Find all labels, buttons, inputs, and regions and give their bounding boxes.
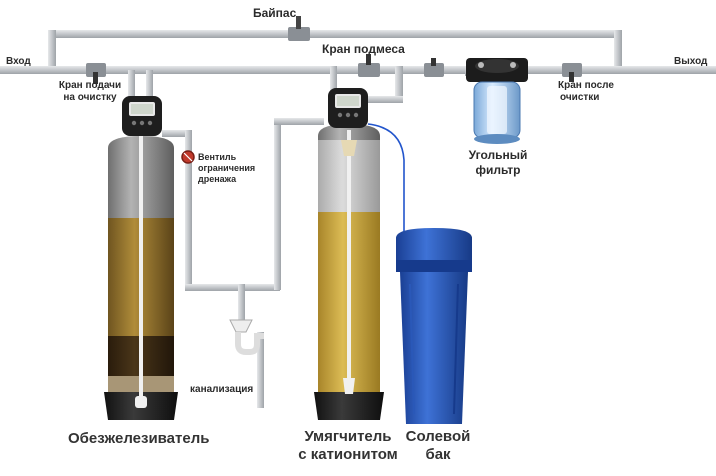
- feed-valve-label: Кран подачи на очистку: [48, 80, 132, 104]
- carbon-filter-label-line2: фильтр: [475, 163, 521, 177]
- iron-remover-label: Обезжелезиватель: [68, 430, 210, 447]
- mixing-valve-label: Кран подмеса: [322, 42, 405, 56]
- softener-label: Умягчитель с катионитом: [292, 428, 404, 464]
- brine-line: [367, 123, 405, 238]
- inlet-label: Вход: [6, 56, 31, 67]
- drain-limit-label-line2: ограничения: [198, 163, 256, 173]
- bypass-valve-icon: [288, 16, 310, 41]
- sewer-funnel: [229, 319, 264, 355]
- carbon-filter-label: Угольный фильтр: [458, 148, 538, 178]
- softener-label-line1: Умягчитель: [304, 428, 392, 445]
- feed-valve-label-line2: на очистку: [63, 92, 117, 103]
- outlet-label: Выход: [674, 56, 708, 67]
- after-valve-label-line1: Кран после: [558, 80, 614, 91]
- feed-valve-label-line1: Кран подачи: [58, 80, 122, 91]
- after-valve-label: Кран после очистки: [558, 80, 614, 104]
- valves: [86, 16, 582, 164]
- drain-limit-label-line3: дренажа: [198, 174, 237, 184]
- carbon-filter-label-line1: Угольный: [468, 148, 528, 162]
- after-valve-label-line2: очистки: [560, 92, 600, 103]
- softener-tank: [314, 124, 384, 420]
- after-valve-icon: [562, 63, 582, 82]
- brine-tank: [396, 228, 472, 424]
- brine-tank-label: Солевой бак: [398, 428, 478, 464]
- brine-tank-label-line2: бак: [425, 446, 451, 463]
- mixing-valve-icon: [358, 54, 380, 77]
- sewer-label: канализация: [190, 384, 254, 395]
- bypass-label: Байпас: [253, 6, 297, 20]
- softener-label-line2: с катионитом: [298, 446, 398, 463]
- drain-limit-valve-icon: [181, 150, 195, 164]
- iron-remover-tank: [104, 130, 178, 420]
- brine-tank-label-line1: Солевой: [405, 428, 471, 445]
- iron-remover-control-head: [122, 96, 162, 136]
- drain-limit-valve-label: Вентиль ограничения дренажа: [198, 152, 255, 185]
- feed-valve-icon: [86, 63, 106, 84]
- carbon-filter: [466, 58, 528, 144]
- softener-control-head: [328, 88, 368, 128]
- drain-limit-label-line1: Вентиль: [198, 152, 237, 162]
- pre-filter-valve-icon: [424, 58, 444, 77]
